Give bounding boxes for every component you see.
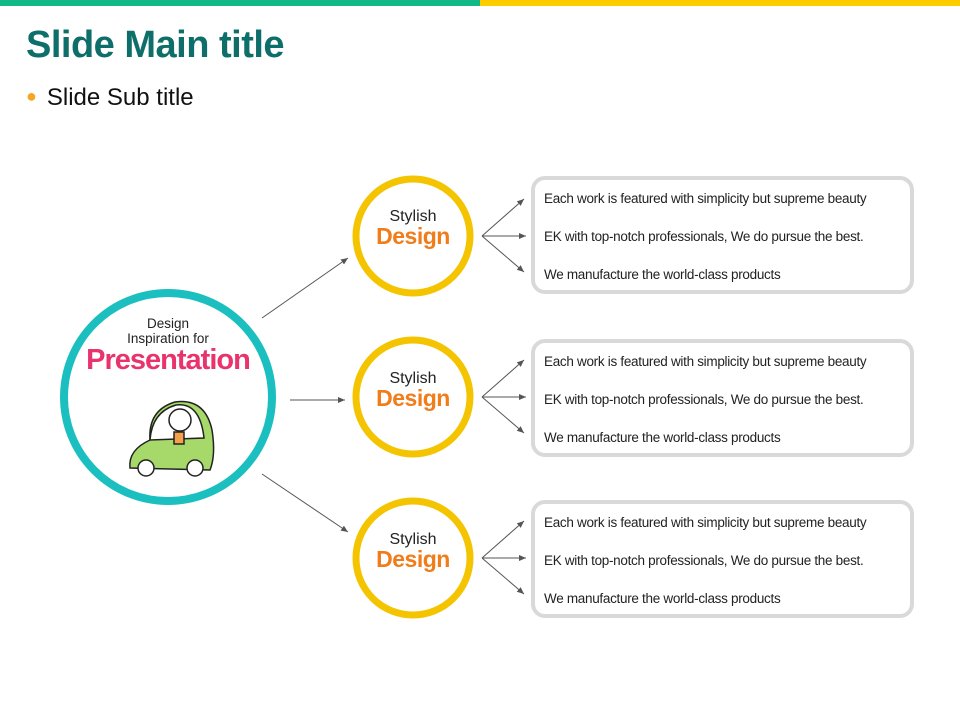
- branch-circle-3: [352, 497, 474, 619]
- car-illustration-icon: [129, 400, 215, 477]
- list-item: Each work is featured with simplicity bu…: [544, 515, 867, 530]
- bullet-icon: ●: [26, 86, 37, 106]
- branch-circle-2: [352, 336, 474, 458]
- list-item: EK with top-notch professionals, We do p…: [544, 392, 864, 407]
- list-item: Each work is featured with simplicity bu…: [544, 191, 867, 206]
- list-item: We manufacture the world-class products: [544, 430, 781, 445]
- subtitle-text: Slide Sub title: [46, 84, 194, 111]
- branch-top: Stylish: [389, 531, 437, 548]
- center-line2: Inspiration for: [127, 331, 209, 346]
- top-bar-yellow: [480, 0, 960, 6]
- top-bar-green: [0, 0, 480, 6]
- branch-box-2: Each work is featured with simplicity bu…: [531, 339, 914, 457]
- branch-bottom: Design: [376, 223, 450, 249]
- list-item: We manufacture the world-class products: [544, 591, 781, 606]
- branch-box-3: Each work is featured with simplicity bu…: [531, 500, 914, 618]
- branch-circle-1: [352, 175, 474, 297]
- list-item: Each work is featured with simplicity bu…: [544, 354, 867, 369]
- list-item: EK with top-notch professionals, We do p…: [544, 553, 864, 568]
- branch-top: Stylish: [389, 208, 437, 225]
- center-line1: Design: [146, 316, 190, 331]
- center-main: Presentation: [86, 344, 251, 376]
- list-item: We manufacture the world-class products: [544, 267, 781, 282]
- page-subtitle: ● Slide Sub title: [26, 84, 194, 112]
- page-title: Slide Main title: [26, 24, 285, 66]
- branch-bottom: Design: [376, 385, 450, 411]
- branch-top: Stylish: [389, 370, 437, 387]
- list-item: EK with top-notch professionals, We do p…: [544, 229, 864, 244]
- branch-box-1: Each work is featured with simplicity bu…: [531, 176, 914, 294]
- connector-arrows: [261, 198, 526, 595]
- branch-bottom: Design: [376, 546, 450, 572]
- center-circle: [60, 289, 276, 505]
- center-label: Design Inspiration for Presentation: [68, 316, 268, 377]
